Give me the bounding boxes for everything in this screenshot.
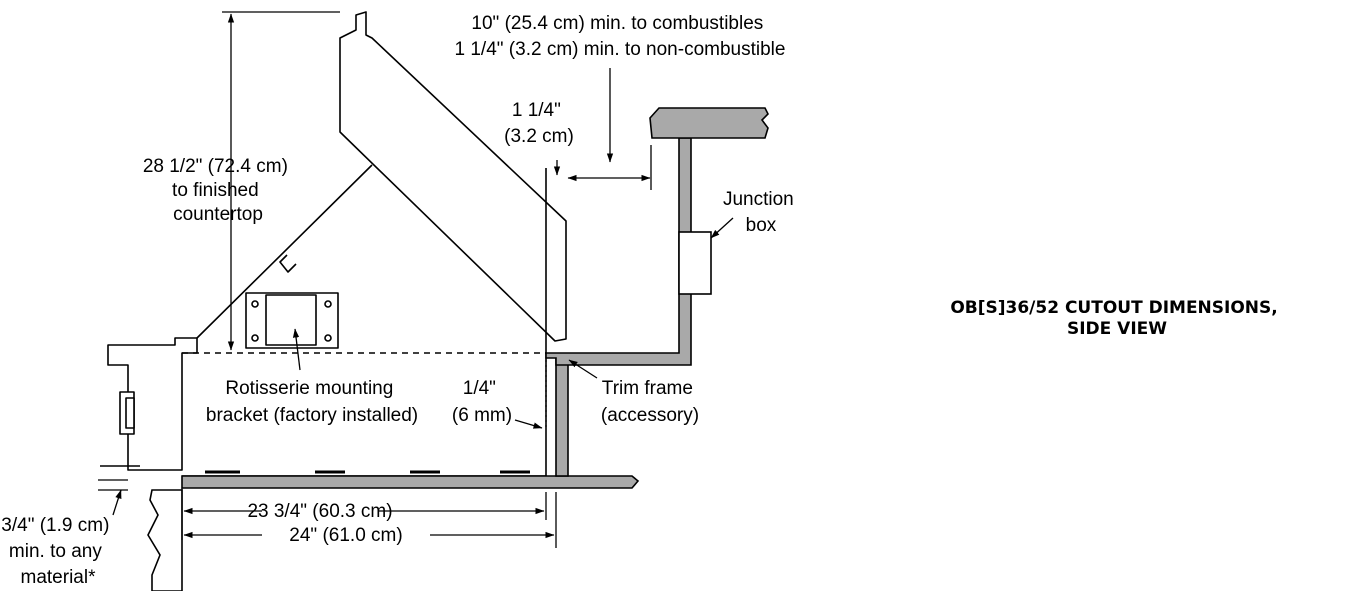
bottom-clearance-line2: min. to any (9, 541, 102, 562)
cabinet-floor (181, 475, 640, 489)
gap-line1: 1/4" (463, 378, 496, 399)
depth-outer-label: 24" (61.0 cm) (289, 525, 402, 546)
side-clearance-line2: (3.2 cm) (504, 126, 574, 147)
upper-countertop (649, 107, 769, 139)
left-cabinet-edge (147, 489, 183, 591)
side-clearance-line1: 1 1/4" (512, 100, 561, 121)
rotisserie-line1: Rotisserie mounting (225, 378, 393, 399)
height-label-line3: countertop (173, 204, 263, 225)
depth-inner-label: 23 3/4" (60.3 cm) (247, 501, 392, 522)
height-label-line2: to finished (172, 180, 259, 201)
trim-frame (555, 357, 569, 477)
bottom-clearance-label: 3/4" (1.9 cm) min. to any material* (1, 515, 114, 588)
rotisserie-bracket (245, 292, 339, 349)
top-clearance-line1: 10" (25.4 cm) min. to combustibles (471, 13, 763, 34)
gap-label: 1/4" (6 mm) (452, 378, 512, 426)
junction-box-label: Junction box (723, 189, 799, 236)
top-clearance-label: 10" (25.4 cm) min. to combustibles 1 1/4… (455, 13, 786, 60)
rotisserie-label: Rotisserie mounting bracket (factory ins… (206, 378, 418, 426)
side-clearance-label: 1 1/4" (3.2 cm) (504, 100, 574, 147)
height-label-line1: 28 1/2" (72.4 cm) (143, 156, 288, 177)
bottom-clearance-line3: material* (21, 567, 97, 588)
height-label: 28 1/2" (72.4 cm) to finished countertop (143, 156, 293, 225)
trim-frame-line2: (accessory) (601, 405, 699, 426)
oven-door-top-outline (196, 164, 373, 339)
junction-box (678, 231, 712, 295)
trim-frame-label: Trim frame (accessory) (601, 378, 699, 426)
junction-box-line1: Junction (723, 189, 794, 210)
junction-box-line2: box (746, 215, 777, 236)
rotisserie-line2: bracket (factory installed) (206, 405, 418, 426)
top-clearance-line2: 1 1/4" (3.2 cm) min. to non-combustible (455, 39, 786, 60)
figure-title: OB[S]36/52 CUTOUT DIMENSIONS, SIDE VIEW (950, 298, 1283, 339)
gap-line2: (6 mm) (452, 405, 512, 426)
figure-title-line1: OB[S]36/52 CUTOUT DIMENSIONS, (950, 298, 1277, 318)
figure-title-line2: SIDE VIEW (1067, 319, 1167, 339)
trim-frame-line1: Trim frame (602, 378, 693, 399)
bottom-clearance-line1: 3/4" (1.9 cm) (1, 515, 109, 536)
open-door (339, 11, 567, 342)
cabinet-wall (545, 137, 692, 366)
